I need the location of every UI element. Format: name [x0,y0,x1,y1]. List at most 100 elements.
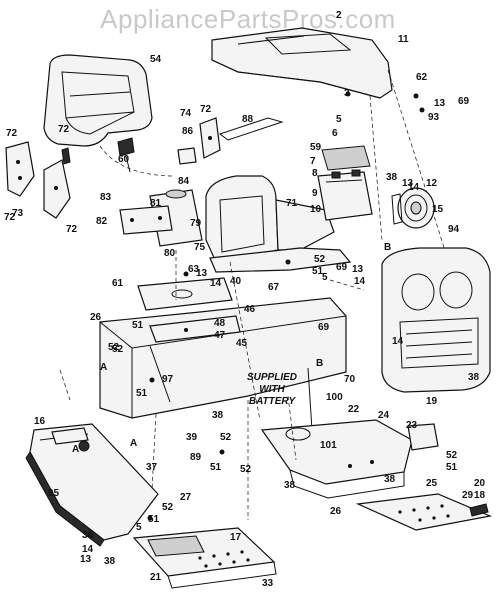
part-number-callout: 63 [188,264,200,275]
part-number-callout: 17 [230,532,242,543]
part-number-callout: 46 [244,304,256,315]
part-number-callout: 52 [446,450,458,461]
part-number-callout: 72 [6,128,18,139]
part-number-callout: 26 [90,312,102,323]
battery-part [317,145,373,221]
part-number-callout: 36 [82,530,94,541]
part-number-callout: 3 [344,88,350,99]
part-number-callout: 39 [186,432,198,443]
part-number-callout: 38 [468,372,480,383]
part-number-callout: 14 [408,182,420,193]
part-number-callout: 13 [196,268,208,279]
part-number-callout: 51 [210,462,222,473]
part-number-callout: 67 [268,282,280,293]
part-number-callout: 10 [310,204,322,215]
part-number-callout: 94 [448,224,460,235]
part-number-callout: 15 [432,204,444,215]
part-number-callout: 84 [178,176,190,187]
part-number-callout: 5 [136,522,142,533]
part-number-callout: 71 [286,198,298,209]
part-number-callout: 25 [426,478,438,489]
part-number-callout: 51 [446,462,458,473]
part-number-callout: 88 [242,114,254,125]
part-number-callout: 70 [344,374,356,385]
fuel-tank-part [119,189,203,247]
part-number-callout: 54 [150,54,162,65]
part-number-callout: 13 [402,178,414,189]
part-number-callout: 21 [150,572,162,583]
part-number-callout: 24 [378,410,390,421]
part-number-callout: 100 [326,392,343,403]
part-number-callout: 13 [434,98,446,109]
part-number-callout: 37 [146,462,158,473]
part-number-callout: 61 [112,278,124,289]
part-number-callout: 62 [416,72,428,83]
part-number-callout: 48 [214,318,226,329]
part-number-callout: 52 [112,344,124,355]
part-number-callout: 27 [180,492,192,503]
part-number-callout: 12 [426,178,438,189]
part-number-callout: 52 [240,464,252,475]
headlight-part [391,187,435,229]
part-number-callout: 83 [100,192,112,203]
seat-spring-part [117,117,221,173]
part-number-callout: 18 [474,490,486,501]
dash-tower-part [205,117,352,273]
part-number-callout: 73 [12,208,24,219]
watermark-text: AppliancePartsPros.com [100,4,396,34]
part-number-callout: 14 [392,336,404,347]
part-number-callout: 72 [66,224,78,235]
part-number-callout: 2 [336,10,342,21]
part-number-callout: A [72,444,79,455]
part-number-callout: 13 [80,554,92,565]
part-number-callout: 52 [162,502,174,513]
part-number-callout: 72 [200,104,212,115]
part-number-callout: 14 [82,544,94,555]
part-number-callout: 5 [336,114,342,125]
part-number-callout: 51 [148,514,160,525]
part-number-callout: 79 [190,218,202,229]
part-number-callout: 13 [352,264,364,275]
part-number-callout: 20 [474,478,486,489]
connector-label: A [100,362,107,373]
part-number-callout: 72 [4,212,16,223]
note-line-2: WITH [259,384,285,395]
part-number-callout: 14 [354,276,366,287]
part-number-callout: 29 [0,0,12,3]
part-number-callout: 69 [318,322,330,333]
part-number-callout: 38 [104,556,116,567]
part-number-callout: 38 [384,474,396,485]
part-number-callout: 8 [312,168,318,179]
part-number-callout: 97 [162,374,174,385]
hood-part [211,27,393,99]
part-number-callout: 45 [236,338,248,349]
part-number-callout: 40 [230,276,242,287]
part-number-callout: 14 [210,278,222,289]
part-number-callout: 16 [34,416,46,427]
left-running-board-part [25,423,159,547]
rear-frame-bracket-part [260,419,439,499]
part-number-callout: 29 [462,490,474,501]
part-number-callout: 38 [386,172,398,183]
part-number-callout: 47 [214,330,226,341]
part-number-callout: 51 [132,320,144,331]
part-number-callout: 101 [320,440,337,451]
part-number-callout: 5 [322,272,328,283]
part-number-callout: 19 [426,396,438,407]
part-number-callout: 7 [310,156,316,167]
seat-bracket-left-part [5,141,71,219]
left-footrest-part [132,527,277,589]
part-number-callout: 51 [312,266,324,277]
part-number-callout: 95 [48,488,60,499]
part-number-callout: 80 [164,248,176,259]
part-number-callout: 6 [332,128,338,139]
part-number-callout: 22 [348,404,360,415]
seat-part [43,54,153,147]
part-number-callout: 86 [182,126,194,137]
part-number-callout: 82 [96,216,108,227]
part-number-callout: 9 [312,188,318,199]
part-number-callout: 52 [220,432,232,443]
